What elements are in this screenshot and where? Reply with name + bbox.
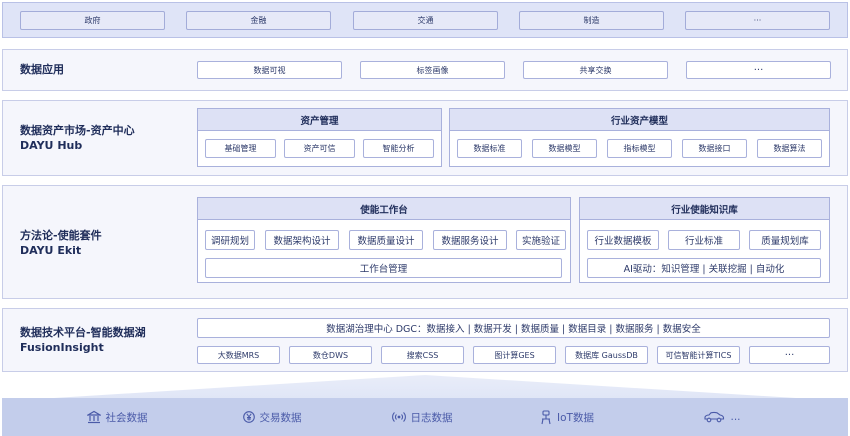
hub-layer: 数据资产市场-资产中心 DAYU Hub 资产管理 基础管理 资产可信 智能分析… [2,100,848,176]
fusion-item-css[interactable]: 搜索CSS [381,346,464,364]
industry-item-finance[interactable]: 金融 [186,11,331,30]
data-app-item-tag-profile[interactable]: 标签画像 [360,61,505,79]
source-log-label: 日志数据 [410,411,453,424]
knowledge-item-template[interactable]: 行业数据模板 [587,230,659,250]
fusion-item-gaussdb[interactable]: 数据库 GaussDB [565,346,648,364]
workbench-item-validation[interactable]: 实施验证 [516,230,566,250]
workbench-item-survey[interactable]: 调研规划 [205,230,255,250]
source-more-label: ... [730,411,741,423]
ekit-layer: 方法论-使能套件 DAYU Ekit 使能工作台 调研规划 数据架构设计 数据质… [2,185,848,299]
fusion-item-mrs[interactable]: 大数据MRS [197,346,280,364]
knowledge-item-quality-lib[interactable]: 质量规划库 [749,230,821,250]
source-log[interactable]: 日志数据 [347,398,497,436]
fusion-item-dws[interactable]: 数仓DWS [289,346,372,364]
workbench-item-service-design[interactable]: 数据服务设计 [433,230,507,250]
hub-title-cn: 数据资产市场-资产中心 [20,124,135,137]
fusion-item-more[interactable]: ··· [749,346,830,364]
industry-strip: 政府 金融 交通 制造 ··· [2,2,848,38]
workbench-item-arch-design[interactable]: 数据架构设计 [265,230,339,250]
yen-icon [242,411,255,423]
knowledge-group: 行业使能知识库 行业数据模板 行业标准 质量规划库 AI驱动：知识管理 | 关联… [579,197,830,283]
industry-model-item-standard[interactable]: 数据标准 [457,139,522,158]
source-transaction-label: 交易数据 [259,411,302,424]
industry-model-item-interface[interactable]: 数据接口 [682,139,747,158]
asset-mgmt-header: 资产管理 [198,109,441,131]
data-source-band: 社会数据 交易数据 日志数据 IoT数据 ... [2,398,848,436]
fusion-layer: 数据技术平台-智能数据湖 FusionInsight 数据湖治理中心 DGC：数… [2,308,848,372]
industry-item-manufacturing[interactable]: 制造 [519,11,664,30]
fusion-item-ges[interactable]: 图计算GES [473,346,556,364]
source-iot-label: IoT数据 [557,411,594,424]
ekit-title-en: DAYU Ekit [20,244,82,257]
industry-model-header: 行业资产模型 [450,109,829,131]
source-connector-shape [6,375,844,401]
workbench-footer[interactable]: 工作台管理 [205,258,562,278]
workbench-header: 使能工作台 [198,198,570,220]
industry-model-item-model[interactable]: 数据模型 [532,139,597,158]
ekit-title-cn: 方法论-使能套件 [20,229,102,242]
signal-icon [391,412,406,422]
data-app-title: 数据应用 [20,63,64,76]
data-app-item-more[interactable]: ··· [686,61,831,79]
fusion-title-cn: 数据技术平台-智能数据湖 [20,326,146,339]
industry-item-gov[interactable]: 政府 [20,11,165,30]
industry-item-more[interactable]: ··· [685,11,830,30]
knowledge-footer[interactable]: AI驱动：知识管理 | 关联挖掘 | 自动化 [587,258,821,278]
source-social[interactable]: 社会数据 [42,398,192,436]
fusion-item-tics[interactable]: 可信智能计算TICS [657,346,740,364]
data-app-item-share-exchange[interactable]: 共享交换 [523,61,668,79]
industry-model-item-algorithm[interactable]: 数据算法 [757,139,822,158]
workbench-item-quality-design[interactable]: 数据质量设计 [349,230,423,250]
asset-mgmt-item-trust[interactable]: 资产可信 [284,139,355,158]
fusion-title-en: FusionInsight [20,341,104,354]
source-social-label: 社会数据 [105,411,148,424]
industry-model-group: 行业资产模型 数据标准 数据模型 指标模型 数据接口 数据算法 [449,108,830,167]
iot-robot-icon [541,409,551,424]
bank-icon [86,410,101,424]
data-app-item-visual[interactable]: 数据可视 [197,61,342,79]
asset-mgmt-item-basic[interactable]: 基础管理 [205,139,276,158]
industry-item-transport[interactable]: 交通 [353,11,498,30]
asset-mgmt-group: 资产管理 基础管理 资产可信 智能分析 [197,108,442,167]
car-icon [704,411,725,423]
source-iot[interactable]: IoT数据 [492,398,642,436]
knowledge-item-standard[interactable]: 行业标准 [668,230,740,250]
industry-model-item-metric[interactable]: 指标模型 [607,139,672,158]
knowledge-header: 行业使能知识库 [580,198,829,220]
source-transaction[interactable]: 交易数据 [197,398,347,436]
asset-mgmt-item-analysis[interactable]: 智能分析 [363,139,434,158]
hub-title-en: DAYU Hub [20,139,83,152]
workbench-group: 使能工作台 调研规划 数据架构设计 数据质量设计 数据服务设计 实施验证 工作台… [197,197,571,283]
source-more[interactable]: ... [647,398,797,436]
data-app-layer: 数据应用 数据可视 标签画像 共享交换 ··· [2,49,848,91]
dgc-bar[interactable]: 数据湖治理中心 DGC：数据接入 | 数据开发 | 数据质量 | 数据目录 | … [197,318,830,338]
